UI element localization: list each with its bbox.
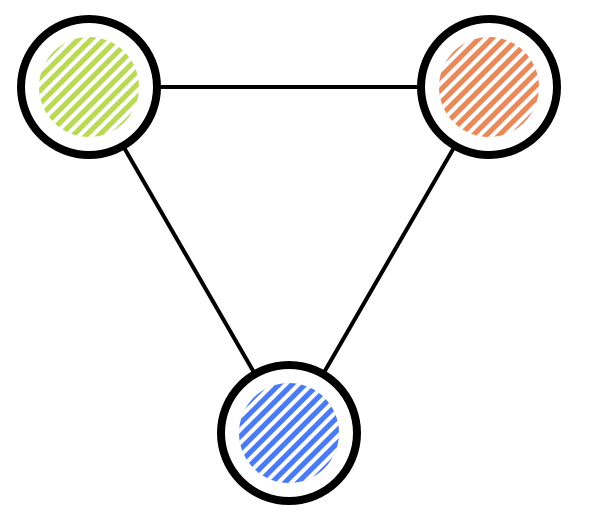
node-top-left <box>17 15 161 159</box>
node-bottom-hatch-pattern <box>239 383 339 483</box>
node-bottom <box>217 361 361 505</box>
node-top-right-hatch-pattern <box>439 37 539 137</box>
nodes-layer <box>17 15 561 505</box>
node-top-left-hatch-pattern <box>39 37 139 137</box>
node-top-right <box>417 15 561 159</box>
